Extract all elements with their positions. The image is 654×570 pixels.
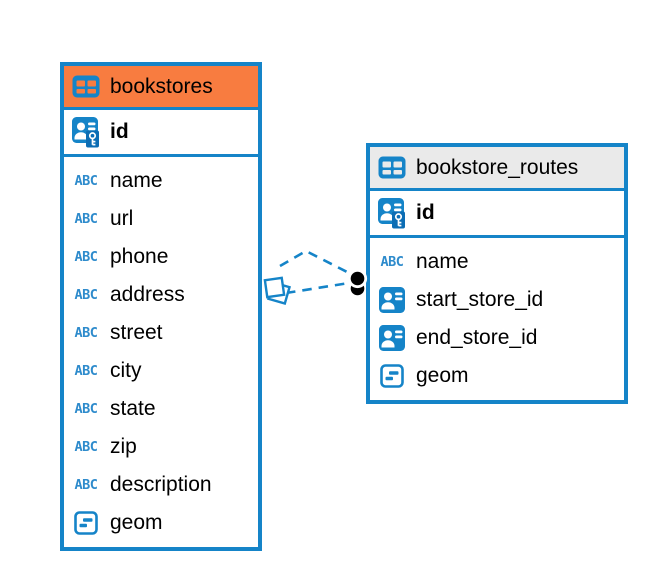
text-type-icon: ABC xyxy=(380,254,404,270)
table-bookstore-routes[interactable]: bookstore_routes id xyxy=(366,143,628,404)
column-name: phone xyxy=(110,245,169,268)
table-title: bookstores xyxy=(110,74,213,98)
column-name: zip xyxy=(110,435,137,458)
column-row-street[interactable]: ABC street xyxy=(64,314,258,352)
column-name: name xyxy=(416,250,469,273)
table-bookstores[interactable]: bookstores id ABC xyxy=(60,62,262,551)
text-type-icon: ABC xyxy=(74,325,98,341)
column-row-address[interactable]: ABC address xyxy=(64,276,258,314)
table-icon xyxy=(377,156,407,179)
column-name: geom xyxy=(110,511,163,534)
column-row-geom[interactable]: geom xyxy=(370,357,624,395)
table-header-bookstores[interactable]: bookstores xyxy=(64,66,258,110)
column-row-name[interactable]: ABC name xyxy=(64,162,258,200)
primary-key-icon xyxy=(377,197,407,229)
relation-target-marker xyxy=(347,268,368,296)
reference-type-icon xyxy=(377,287,407,313)
column-name: end_store_id xyxy=(416,326,538,349)
column-row-geom[interactable]: geom xyxy=(64,504,258,542)
column-name: description xyxy=(110,473,212,496)
column-name: state xyxy=(110,397,156,420)
table-header-bookstore-routes[interactable]: bookstore_routes xyxy=(370,147,624,191)
text-type-icon: ABC xyxy=(74,363,98,379)
column-row-phone[interactable]: ABC phone xyxy=(64,238,258,276)
column-row-description[interactable]: ABC description xyxy=(64,466,258,504)
text-type-icon: ABC xyxy=(74,211,98,227)
column-row-zip[interactable]: ABC zip xyxy=(64,428,258,466)
column-name: address xyxy=(110,283,185,306)
text-type-icon: ABC xyxy=(74,401,98,417)
column-name: start_store_id xyxy=(416,288,544,311)
table-columns: ABC name ABC url ABC phone ABC address A… xyxy=(64,157,258,547)
text-type-icon: ABC xyxy=(74,439,98,455)
column-name: id xyxy=(110,120,129,143)
relation-line xyxy=(285,281,350,295)
table-icon xyxy=(71,75,101,98)
column-name: id xyxy=(416,201,435,224)
relation-bookstores-to-routes[interactable] xyxy=(263,249,368,305)
column-row-start-store-id[interactable]: start_store_id xyxy=(370,281,624,319)
relation-line xyxy=(279,249,352,276)
reference-type-icon xyxy=(377,325,407,351)
text-type-icon: ABC xyxy=(74,287,98,303)
table-columns: ABC name start_store_id xyxy=(370,238,624,400)
relation-source-marker xyxy=(263,276,291,305)
column-row-url[interactable]: ABC url xyxy=(64,200,258,238)
text-type-icon: ABC xyxy=(74,249,98,265)
primary-key-icon xyxy=(71,116,101,148)
column-row-end-store-id[interactable]: end_store_id xyxy=(370,319,624,357)
column-name: name xyxy=(110,169,163,192)
column-name: street xyxy=(110,321,163,344)
text-type-icon: ABC xyxy=(74,477,98,493)
column-name: city xyxy=(110,359,142,382)
table-title: bookstore_routes xyxy=(416,155,579,179)
column-name: geom xyxy=(416,364,469,387)
column-row-city[interactable]: ABC city xyxy=(64,352,258,390)
geometry-type-icon xyxy=(377,364,407,388)
column-name: url xyxy=(110,207,134,230)
column-row-state[interactable]: ABC state xyxy=(64,390,258,428)
column-row-id[interactable]: id xyxy=(370,191,624,238)
column-row-id[interactable]: id xyxy=(64,110,258,157)
text-type-icon: ABC xyxy=(74,173,98,189)
column-row-name[interactable]: ABC name xyxy=(370,243,624,281)
geometry-type-icon xyxy=(71,511,101,535)
